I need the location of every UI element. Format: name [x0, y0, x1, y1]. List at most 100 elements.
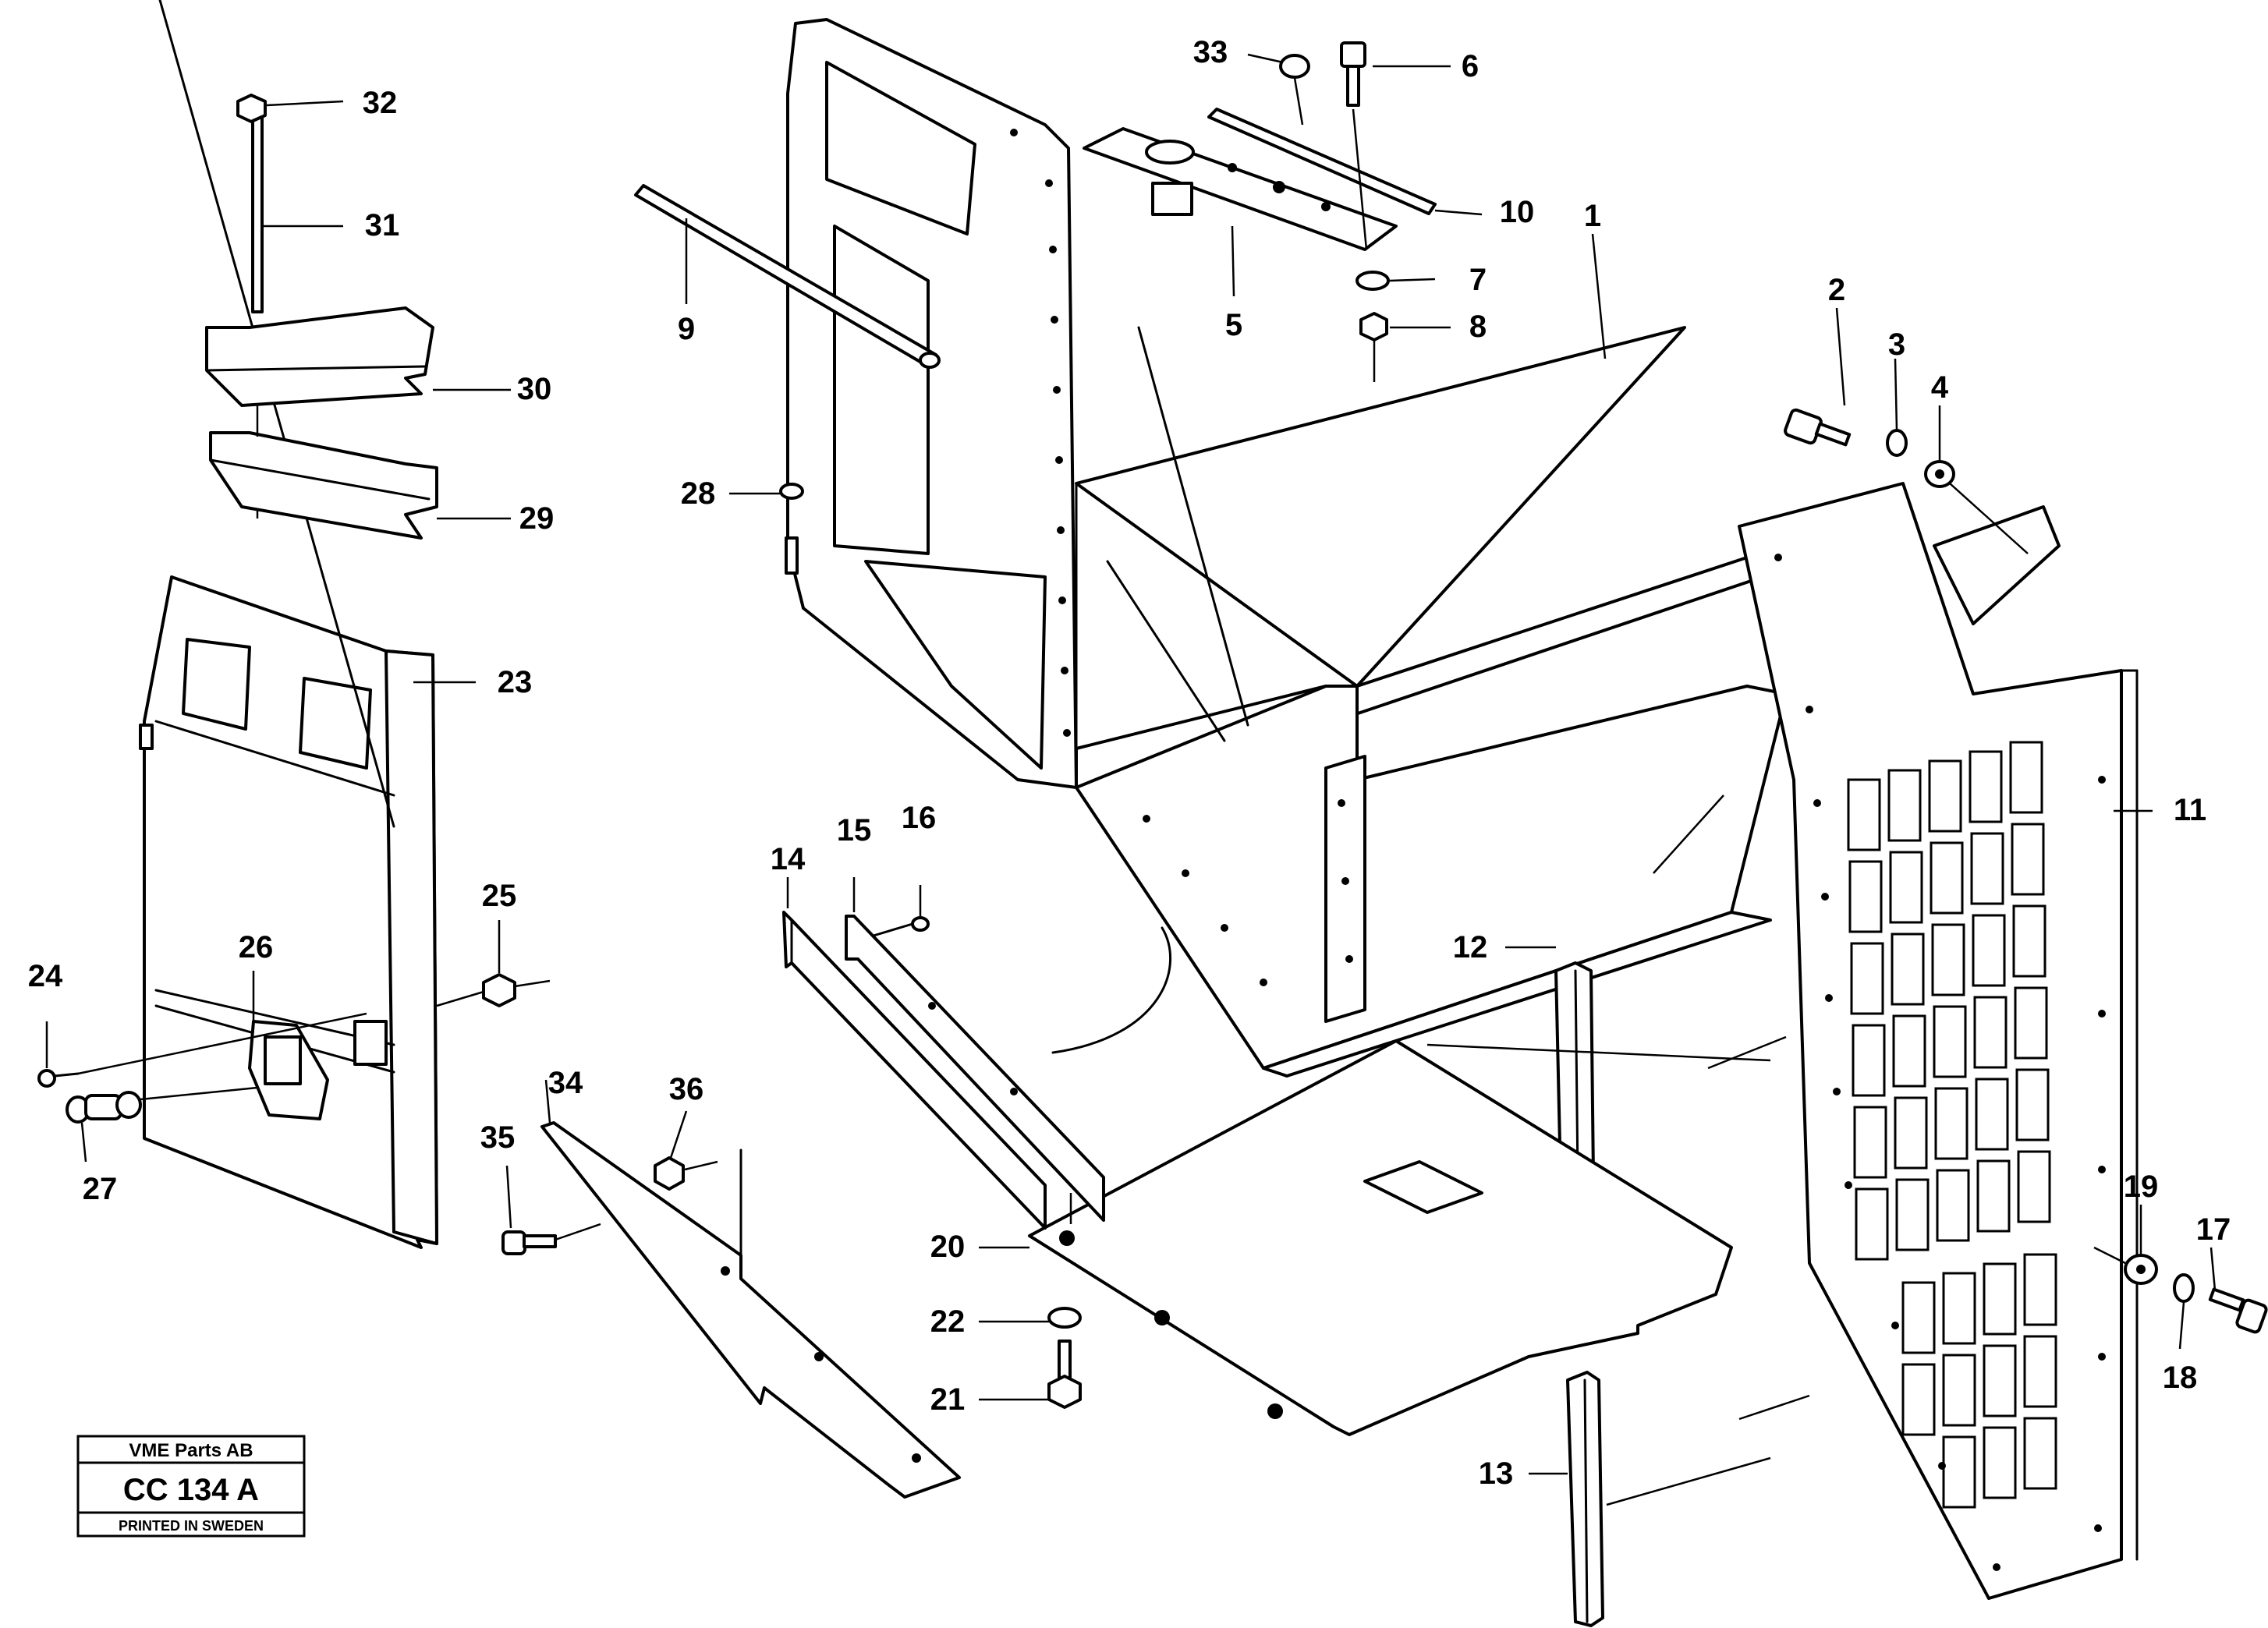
grille-opening [1976, 1159, 2011, 1233]
callout-32: 32 [363, 86, 398, 120]
washer-part-28 [779, 483, 804, 575]
grille-opening [1855, 1187, 1889, 1261]
grille-opening [1970, 832, 2004, 905]
callout-5: 5 [1225, 308, 1242, 342]
callout-4: 4 [1931, 370, 1949, 405]
bolt-part-2 [1784, 408, 1852, 447]
grille-openings [1847, 741, 2057, 1509]
angle-strip-part-15 [845, 915, 1105, 1222]
angle-bracket-part-34 [540, 1121, 961, 1499]
side-panel-part-11 [1653, 482, 2139, 1600]
grille-opening [1936, 1169, 1970, 1242]
grille-opening [2014, 986, 2048, 1060]
stamp-printed: PRINTED IN SWEDEN [119, 1518, 264, 1534]
stud-part-31 [251, 115, 343, 518]
grille-opening [1852, 1024, 1886, 1097]
callout-31: 31 [365, 208, 400, 242]
panel-bolt-holes [1774, 554, 2106, 1571]
grille-opening [1933, 1005, 1967, 1078]
callout-7: 7 [1469, 263, 1487, 297]
grille-opening [1931, 923, 1965, 996]
grille-opening [2023, 1335, 2057, 1408]
main-frame-part-1 [786, 18, 1788, 1078]
washer-part-19 [2093, 1246, 2158, 1285]
grille-opening [2017, 1150, 2051, 1223]
callout-18: 18 [2163, 1361, 2198, 1395]
callout-34: 34 [548, 1066, 583, 1100]
frame-bolt-holes [1010, 129, 1353, 986]
lock-plate-part-26 [248, 1020, 329, 1120]
grille-opening [2023, 1417, 2057, 1490]
grille-opening [1895, 1178, 1930, 1251]
callout-2: 2 [1828, 273, 1845, 307]
callout-8: 8 [1469, 310, 1487, 344]
callout-29: 29 [519, 501, 555, 536]
lock-part-27 [66, 1086, 258, 1124]
callout-9: 9 [678, 312, 695, 346]
strip-part-13 [1566, 1371, 1771, 1627]
grille-opening [2011, 823, 2045, 896]
callout-20: 20 [930, 1230, 966, 1264]
rod-part-9 [634, 184, 941, 369]
callout-33: 33 [1193, 35, 1228, 69]
callout-14: 14 [771, 842, 806, 876]
callout-19: 19 [2124, 1170, 2159, 1204]
lock-washer-part-3 [1886, 429, 1908, 457]
callout-labels: 1 2 3 4 5 6 7 8 9 10 11 12 13 14 15 16 1… [28, 35, 2231, 1491]
rear-panel-part-23 [139, 0, 438, 1249]
callout-25: 25 [482, 879, 517, 913]
nut-part-36 [654, 1156, 718, 1191]
callout-28: 28 [681, 476, 716, 511]
grille-opening [1942, 1272, 1976, 1345]
grille-opening [1972, 914, 2006, 987]
callout-22: 22 [930, 1304, 966, 1339]
grille-opening [1983, 1426, 2017, 1499]
callout-11: 11 [2174, 793, 2206, 827]
nut-part-33 [1279, 54, 1310, 126]
callout-17: 17 [2196, 1212, 2231, 1247]
callout-21: 21 [930, 1382, 966, 1417]
washer-part-4 [1924, 460, 2029, 554]
grille-opening [1847, 778, 1881, 851]
stamp-drawing-number: CC 134 A [123, 1473, 259, 1507]
callout-10: 10 [1500, 195, 1535, 229]
angle-strip-part-14 [782, 911, 1047, 1230]
grille-opening [1983, 1262, 2017, 1336]
callout-3: 3 [1888, 327, 1905, 362]
callout-30: 30 [517, 372, 552, 406]
grille-opening [1942, 1435, 1976, 1509]
stamp-company: VME Parts AB [129, 1440, 253, 1461]
washer-part-7 [1355, 271, 1390, 291]
grille-opening [1894, 1096, 1928, 1170]
callout-36: 36 [669, 1072, 704, 1106]
grille-opening [2009, 741, 2043, 814]
bolt-part-17 [2208, 1287, 2268, 1334]
grille-opening [1930, 841, 1964, 915]
callout-12: 12 [1453, 930, 1488, 964]
grille-opening [1901, 1281, 1936, 1354]
floor-plate-part-20 [1028, 1039, 1771, 1436]
grille-opening [1928, 759, 1962, 833]
grille-opening [1983, 1344, 2017, 1417]
callout-1: 1 [1584, 199, 1601, 233]
callout-26: 26 [239, 930, 274, 964]
screw-part-16 [872, 916, 930, 937]
callout-13: 13 [1479, 1456, 1514, 1491]
grille-opening [2015, 1068, 2050, 1141]
grille-opening [1942, 1354, 1976, 1427]
callout-35: 35 [480, 1120, 516, 1155]
callout-leaders [45, 53, 2217, 1475]
grille-opening [1975, 1078, 2009, 1151]
top-plate-part-5 [1083, 127, 1398, 251]
block-part-30 [205, 306, 434, 407]
nut-part-8 [1359, 312, 1388, 382]
nut-part-32 [236, 94, 267, 123]
callout-15: 15 [837, 813, 872, 848]
grille-opening [2012, 904, 2047, 978]
grille-opening [2023, 1253, 2057, 1326]
grille-opening [1973, 996, 2008, 1069]
screw-part-35 [501, 1223, 601, 1255]
callout-6: 6 [1462, 49, 1479, 83]
grille-opening [1887, 769, 1922, 842]
